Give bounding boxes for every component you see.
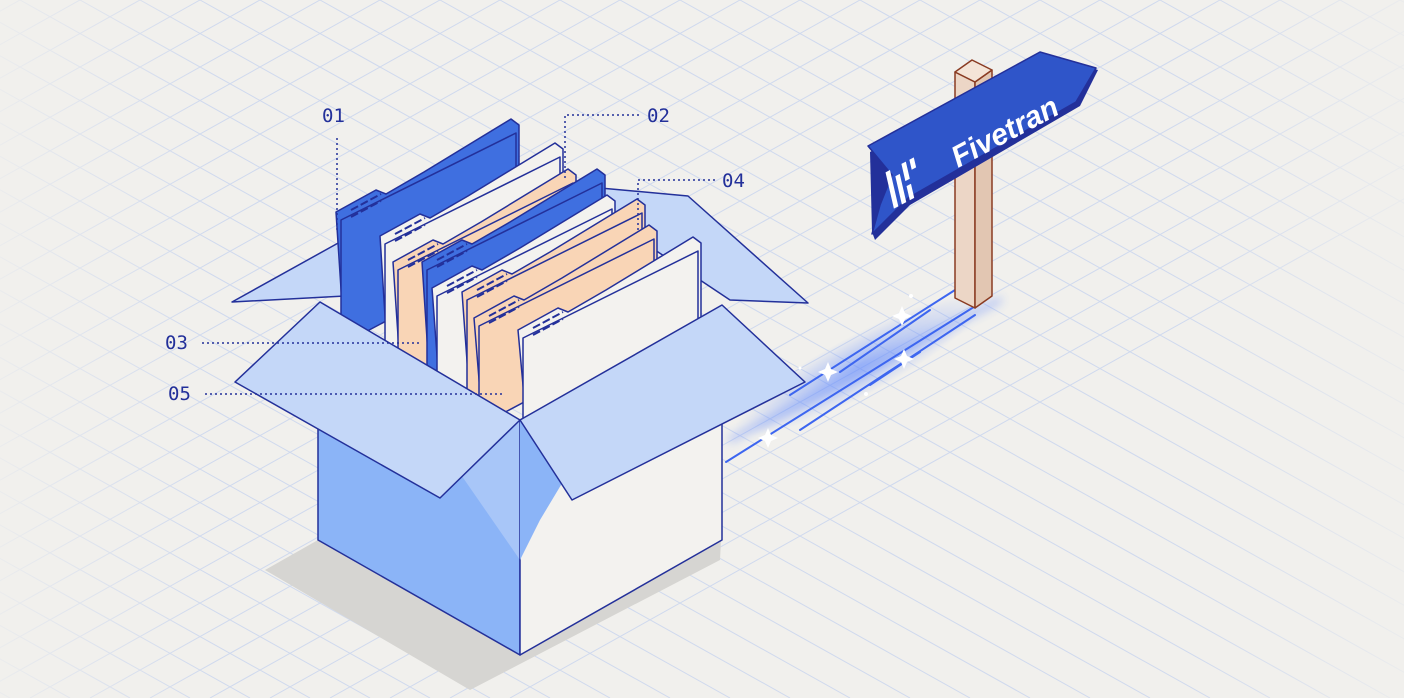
signpost-pole-top bbox=[954, 59, 993, 83]
folder-label-mark bbox=[407, 250, 439, 268]
folder-label-mark bbox=[394, 217, 426, 235]
fivetran-logo-icon bbox=[885, 157, 917, 209]
folder-label-mark bbox=[488, 299, 520, 317]
box-right-face-shade bbox=[520, 420, 600, 560]
callout-04: 04 bbox=[722, 170, 745, 192]
folder-label-mark bbox=[394, 224, 426, 242]
callout-03: 03 bbox=[165, 332, 188, 354]
callout-05: 05 bbox=[168, 383, 191, 405]
folder-label-mark bbox=[488, 306, 520, 324]
signpost-board bbox=[867, 51, 1097, 235]
box-front-right-flap bbox=[519, 304, 806, 501]
folder-label-mark bbox=[350, 193, 382, 211]
folders bbox=[335, 118, 702, 429]
data-stream bbox=[725, 289, 1002, 463]
folder-label-mark bbox=[407, 243, 439, 261]
box-shadow bbox=[265, 520, 722, 690]
callout-01: 01 bbox=[322, 105, 345, 127]
folder-label-mark bbox=[350, 200, 382, 218]
folder-label-mark bbox=[436, 243, 468, 261]
folder-label-mark bbox=[532, 318, 564, 336]
folder-label-mark bbox=[532, 311, 564, 329]
folder-label-mark bbox=[476, 273, 508, 291]
callout-02: 02 bbox=[647, 105, 670, 127]
sparkle-icon bbox=[758, 294, 914, 448]
folder-label-mark bbox=[446, 269, 478, 287]
folder-label-mark bbox=[446, 276, 478, 294]
folder-label-mark bbox=[436, 250, 468, 268]
folder-label-mark bbox=[476, 280, 508, 298]
callouts bbox=[202, 114, 715, 395]
